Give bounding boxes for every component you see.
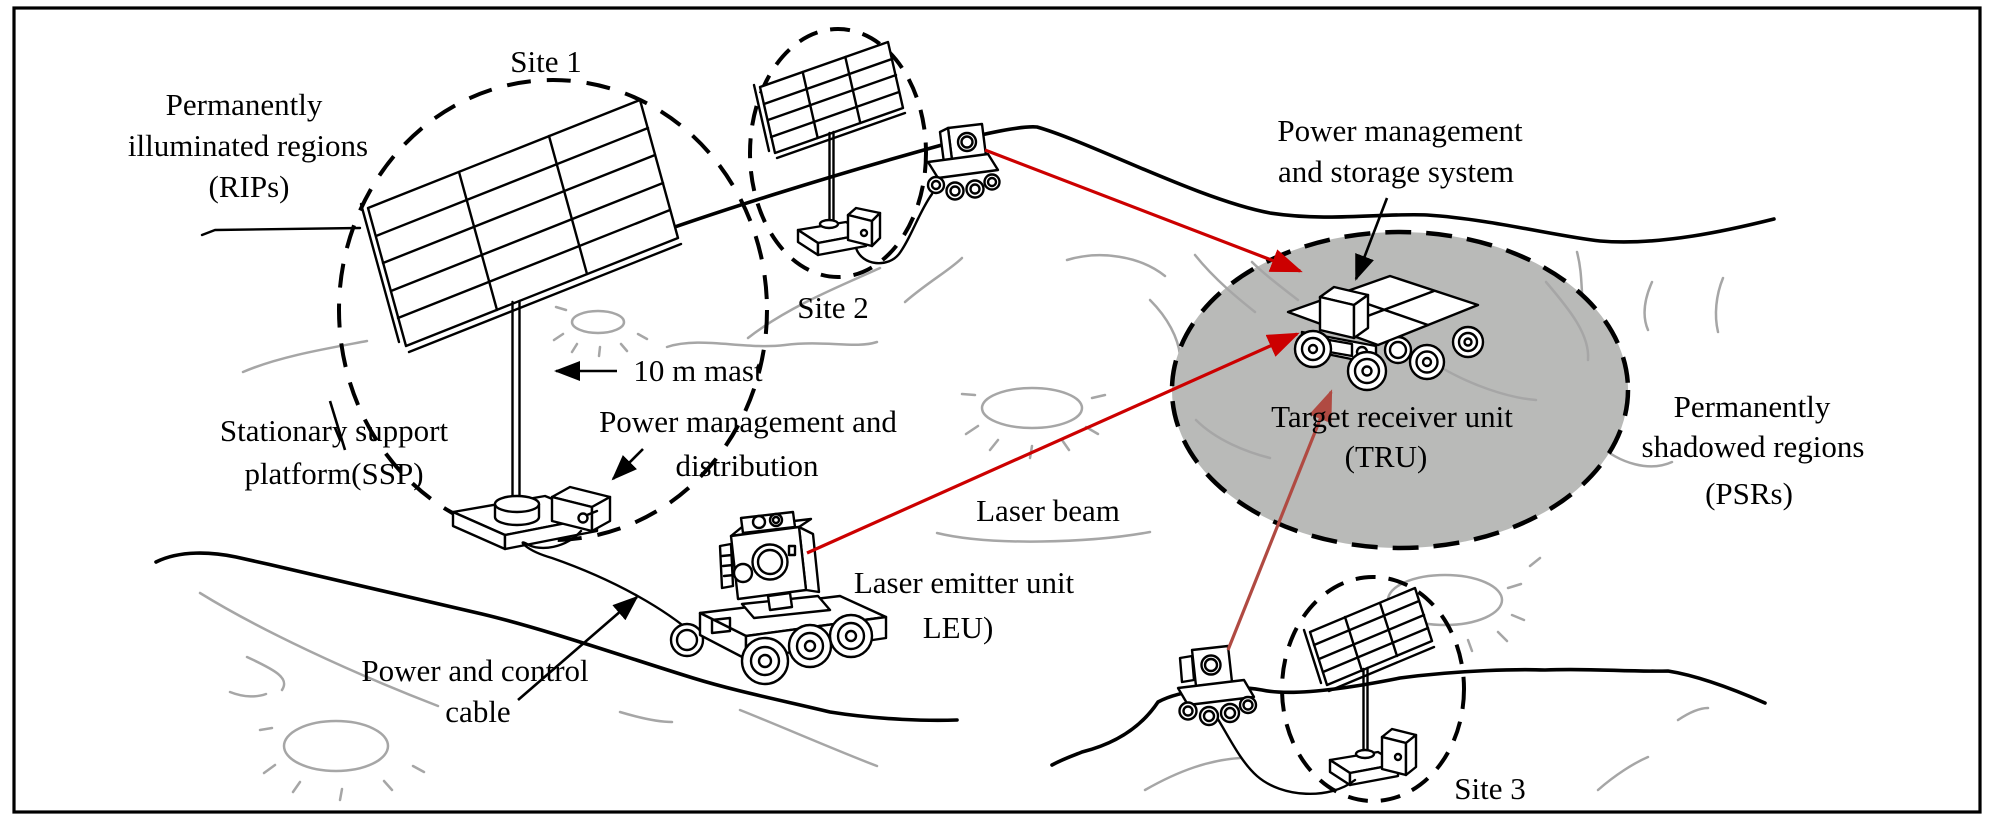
label-cable-line2: cable [445, 694, 510, 729]
leu-wheels [740, 613, 874, 686]
psr-inner-squiggles [1193, 253, 1590, 460]
psr-shaded-ellipse [1169, 229, 1631, 551]
site3-dashed-circle [1280, 575, 1466, 803]
label-psrs-line2: shadowed regions [1642, 429, 1865, 464]
label-ssp-line1: Stationary support [220, 413, 449, 448]
site1-group [337, 78, 769, 642]
label-laser-beam: Laser beam [976, 493, 1120, 528]
tru-wheels [1293, 325, 1485, 392]
site1-dashed-circle [337, 78, 769, 542]
site2-laser-rover [926, 122, 1001, 201]
site2-rover-wheels [926, 173, 1001, 201]
laser-beams [806, 148, 1333, 651]
terrain-gray-squiggles [198, 250, 1725, 802]
laser-beam-site3-to-tru [1226, 389, 1333, 651]
site3-power-cable [1214, 714, 1357, 796]
laser-beam-site2-to-tru [984, 148, 1303, 273]
site3-laser-rover [1176, 644, 1258, 727]
figure-border [12, 6, 1982, 814]
label-rips-line2: illuminated regions [128, 128, 368, 163]
label-site3: Site 3 [1454, 771, 1525, 806]
label-pmd-line2: distribution [676, 448, 819, 483]
site2-dashed-circle [748, 27, 928, 279]
site2-power-box [846, 206, 882, 248]
text-labels: Permanently illuminated regions (RIPs) S… [128, 44, 1865, 806]
label-psrs-line1: Permanently [1674, 389, 1831, 424]
site2-mast [828, 130, 835, 224]
label-ssp-line2: platform(SSP) [244, 456, 423, 491]
site2-group [748, 27, 1001, 279]
site1-power-cable [521, 529, 702, 642]
label-rips-line3: (RIPs) [209, 169, 290, 204]
pmd-arrow [611, 448, 644, 481]
crater-center [960, 386, 1107, 460]
crater-bottom-left [258, 719, 426, 802]
annotation-arrows [328, 197, 1389, 701]
leu-wheel [669, 622, 705, 658]
label-site1: Site 1 [510, 44, 581, 79]
label-leu-line2: LEU) [923, 610, 994, 645]
label-site2: Site 2 [797, 290, 868, 325]
label-mast: 10 m mast [633, 353, 763, 388]
psr-region [1169, 229, 1631, 551]
site3-mast [1362, 666, 1369, 754]
site3-solar-panel [1302, 586, 1436, 693]
terrain-ridge-upper [591, 125, 1776, 259]
site3-group [1176, 575, 1466, 803]
site1-power-box [550, 485, 612, 533]
tru-storage-box [1318, 285, 1370, 340]
site2-solar-panel [752, 40, 907, 160]
site3-rover-wheels [1178, 695, 1258, 727]
label-pms-line2: and storage system [1278, 154, 1514, 189]
label-pmd-line1: Power management and [599, 404, 897, 439]
label-pms-line1: Power management [1277, 113, 1523, 148]
site2-power-cable [854, 192, 934, 265]
site3-power-box [1380, 727, 1418, 777]
label-psrs-line3: (PSRs) [1705, 476, 1793, 511]
crater-small [552, 305, 649, 358]
rips-leader-line [200, 226, 362, 237]
site1-mast [511, 299, 521, 508]
label-cable-line1: Power and control [361, 653, 588, 688]
leu-laser-head [718, 510, 832, 620]
site1-solar-panel [359, 98, 683, 354]
laser-beam-leu-to-tru [806, 332, 1300, 555]
label-tru-line1: Target receiver unit [1271, 399, 1513, 434]
terrain-ridge-left [154, 551, 959, 723]
label-rips-line1: Permanently [166, 87, 323, 122]
pms-arrow [1354, 197, 1389, 281]
ssp-leader [328, 400, 347, 451]
cable-arrow [517, 595, 639, 701]
leu-rover [669, 510, 888, 686]
label-leu-line1: Laser emitter unit [854, 565, 1075, 600]
label-tru-line2: (TRU) [1345, 439, 1428, 474]
tru-rover [1286, 274, 1485, 392]
